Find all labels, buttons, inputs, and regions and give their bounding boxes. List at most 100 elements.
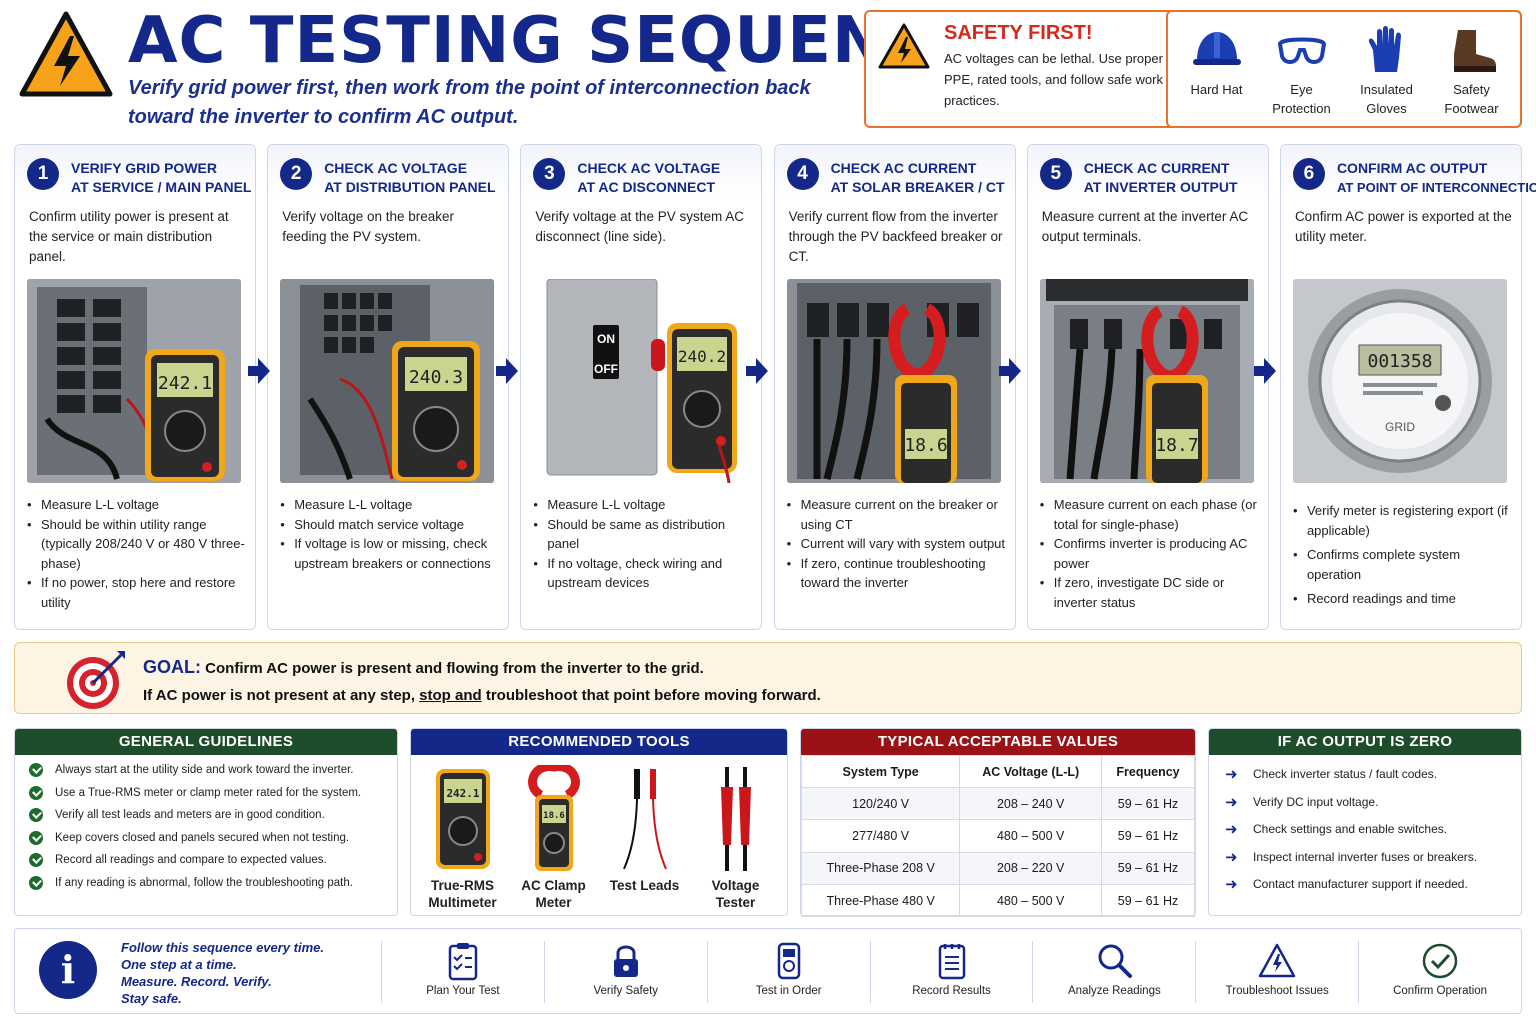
guidelines-panel: GENERAL GUIDELINES Always start at the u… <box>14 728 398 916</box>
list-item: Contact manufacturer support if needed. <box>1209 871 1521 899</box>
ppe-item-footwear: Safety Footwear <box>1432 18 1512 120</box>
tool-voltage-tester: Voltage Tester <box>692 765 780 911</box>
glove-icon <box>1368 26 1401 72</box>
meter-reading: 18.7 <box>1155 435 1198 456</box>
list-item: Should match service voltage <box>280 515 504 535</box>
goal-line-2: If AC power is not present at any step, … <box>143 687 821 704</box>
table-cell: 277/480 V <box>800 819 961 853</box>
step-description: Verify voltage on the breaker feeding th… <box>282 209 455 244</box>
switch-off-label: OFF <box>594 362 618 376</box>
list-item: Measure current on each phase (or total … <box>1040 495 1264 534</box>
table-header: Frequency <box>1101 755 1195 788</box>
tool-label: AC Clamp Meter <box>521 878 586 910</box>
guidelines-title: GENERAL GUIDELINES <box>15 729 397 755</box>
meter-icon <box>777 942 800 980</box>
list-item: If voltage is low or missing, check upst… <box>280 534 504 573</box>
table-row: 120/240 V 208 – 240 V 59 – 61 Hz <box>800 786 1195 821</box>
padlock-icon <box>613 945 638 977</box>
tool-clamp-meter: 18.6 AC Clamp Meter <box>510 765 598 911</box>
step-bullets: Measure L-L voltage Should match service… <box>280 495 504 573</box>
table-row: 277/480 V 480 – 500 V 59 – 61 Hz <box>800 819 1195 853</box>
table-header: AC Voltage (L-L) <box>959 755 1103 788</box>
list-item: Confirms inverter is producing AC power <box>1040 534 1264 573</box>
goal-line-1: GOAL: Confirm AC power is present and fl… <box>143 657 704 677</box>
table-cell: 59 – 61 Hz <box>1101 786 1195 821</box>
list-item: Check inverter status / fault codes. <box>1209 761 1521 789</box>
footer-item-troubleshoot: Troubleshoot Issues <box>1195 941 1358 1003</box>
ppe-label: Hard Hat <box>1190 82 1243 97</box>
values-panel: TYPICAL ACCEPTABLE VALUES System Type AC… <box>800 728 1196 918</box>
target-icon <box>67 651 125 709</box>
table-row: Three-Phase 480 V 480 – 500 V 59 – 61 Hz <box>800 883 1195 918</box>
step-description: Measure current at the inverter AC outpu… <box>1041 209 1249 244</box>
step-number: 2 <box>280 158 313 190</box>
test-leads-icon <box>622 769 667 870</box>
ppe-item-hard-hat: Hard Hat <box>1177 18 1257 120</box>
list-item: Measure L-L voltage <box>533 495 757 515</box>
switch-on-label: ON <box>597 332 615 346</box>
safety-glasses-icon <box>1277 37 1326 64</box>
tool-reading: 18.6 <box>543 811 565 821</box>
list-item: Should be within utility range (typicall… <box>27 515 251 574</box>
list-item: Verify all test leads and meters are in … <box>15 804 397 827</box>
table-cell: 480 – 500 V <box>959 819 1103 853</box>
ppe-list: Hard Hat Eye Protection Insulated Gloves <box>1166 10 1522 128</box>
zero-output-panel: IF AC OUTPUT IS ZERO Check inverter stat… <box>1208 728 1522 916</box>
arrow-right-icon <box>746 358 768 384</box>
guidelines-list: Always start at the utility side and wor… <box>15 755 397 895</box>
clipboard-checklist-icon <box>448 943 478 981</box>
inverter-output-clamp-photo: 18.7 <box>1039 279 1254 483</box>
list-item: Measure current on the breaker or using … <box>787 495 1011 534</box>
meter-reading: 240.2 <box>678 347 726 366</box>
panel-multimeter-photo: 242.1 <box>27 279 241 483</box>
footer-label: Troubleshoot Issues <box>1225 985 1329 997</box>
footer-item-record: Record Results <box>869 941 1033 1003</box>
warning-icon <box>1258 943 1296 978</box>
list-item: Confirms complete system operation <box>1293 545 1517 584</box>
tool-multimeter: 242.1 True-RMS Multimeter <box>419 765 507 911</box>
zero-output-list: Check inverter status / fault codes. Ver… <box>1209 755 1521 899</box>
step-number: 1 <box>27 158 59 190</box>
footer-steps: Plan Your Test Verify Safety Test in Ord… <box>381 929 1521 1015</box>
table-cell: 120/240 V <box>800 786 961 821</box>
tools-title: RECOMMENDED TOOLS <box>411 729 787 755</box>
footer-bar: i Follow this sequence every time. One s… <box>14 928 1522 1014</box>
page-subtitle: Verify grid power first, then work from … <box>128 77 811 128</box>
tool-label: Test Leads <box>609 878 680 893</box>
footer-label: Confirm Operation <box>1393 985 1488 997</box>
step-bullets: Measure L-L voltage Should be same as di… <box>533 495 757 593</box>
list-item: If no power, stop here and restore utili… <box>27 573 251 612</box>
notepad-icon <box>938 944 965 980</box>
arrow-right-icon <box>1254 358 1276 384</box>
step-description: Verify current flow from the inverter th… <box>788 209 1003 264</box>
tool-test-leads: Test Leads <box>601 765 689 911</box>
footer-label: Analyze Readings <box>1068 985 1161 997</box>
list-item: Should be same as distribution panel <box>533 515 757 554</box>
list-item: Always start at the utility side and wor… <box>15 759 397 782</box>
boot-icon <box>1453 30 1496 72</box>
ppe-label: Eye Protection <box>1272 82 1331 116</box>
tools-list: 242.1 True-RMS Multimeter 18.6 AC Clamp … <box>411 755 787 911</box>
list-item: Record all readings and compare to expec… <box>15 849 397 872</box>
table-row: Three-Phase 208 V 208 – 220 V 59 – 61 Hz <box>800 851 1195 885</box>
step-number: 5 <box>1039 158 1072 190</box>
tool-reading: 242.1 <box>446 787 479 800</box>
table-cell: 59 – 61 Hz <box>1101 883 1195 918</box>
footer-label: Plan Your Test <box>426 985 500 997</box>
table-cell: Three-Phase 208 V <box>800 851 961 885</box>
list-item: Measure L-L voltage <box>27 495 251 515</box>
list-item: Current will vary with system output <box>787 534 1011 554</box>
voltage-tester-icon <box>720 767 751 871</box>
safety-text: AC voltages can be lethal. Use proper PP… <box>944 51 1163 108</box>
list-item: If zero, continue troubleshooting toward… <box>787 554 1011 593</box>
goal-banner: GOAL: Confirm AC power is present and fl… <box>14 642 1522 714</box>
